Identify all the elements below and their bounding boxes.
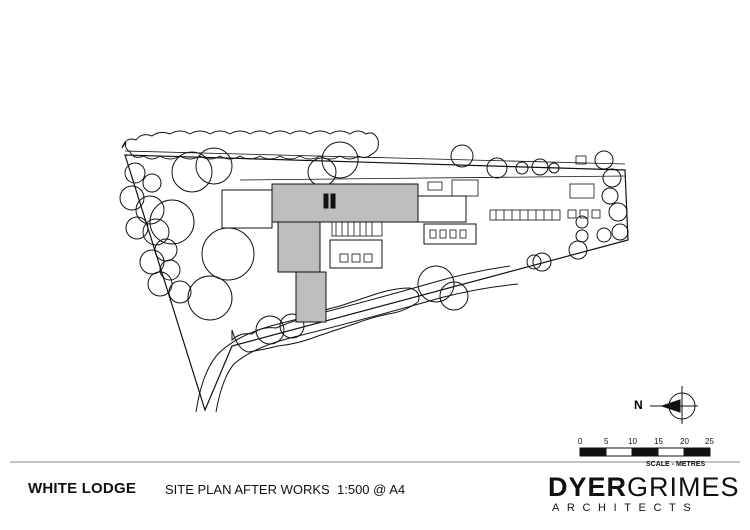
scale-unit-label: SCALE - METRES [646, 461, 706, 468]
main-house [221, 183, 477, 323]
scale-tick-20: 20 [680, 437, 689, 446]
scale-tick-25: 25 [705, 437, 714, 446]
tree-canopy-hedge-north [121, 130, 560, 193]
scale-tick-5: 5 [604, 437, 609, 446]
tree-canopy-west [119, 162, 255, 321]
tree-canopy-south [231, 265, 469, 353]
scale-bar [10, 447, 740, 463]
site-details [331, 155, 601, 263]
project-name: WHITE LODGE [28, 480, 137, 497]
north-arrow [650, 386, 698, 424]
logo-subtitle: ARCHITECTS [552, 502, 699, 514]
scale-tick-0: 0 [578, 437, 583, 446]
logo-part2: GRIMES [627, 472, 740, 502]
drawing-title: SITE PLAN AFTER WORKS [165, 482, 330, 497]
scale-tick-15: 15 [654, 437, 663, 446]
site-boundary [124, 150, 629, 412]
drawing-scale: 1:500 @ A4 [337, 482, 406, 497]
north-arrow-label: N [634, 398, 643, 412]
scale-tick-10: 10 [628, 437, 637, 446]
firm-logo: DYERGRIMES [548, 472, 740, 503]
logo-part1: DYER [548, 472, 628, 502]
driveway [195, 265, 519, 413]
